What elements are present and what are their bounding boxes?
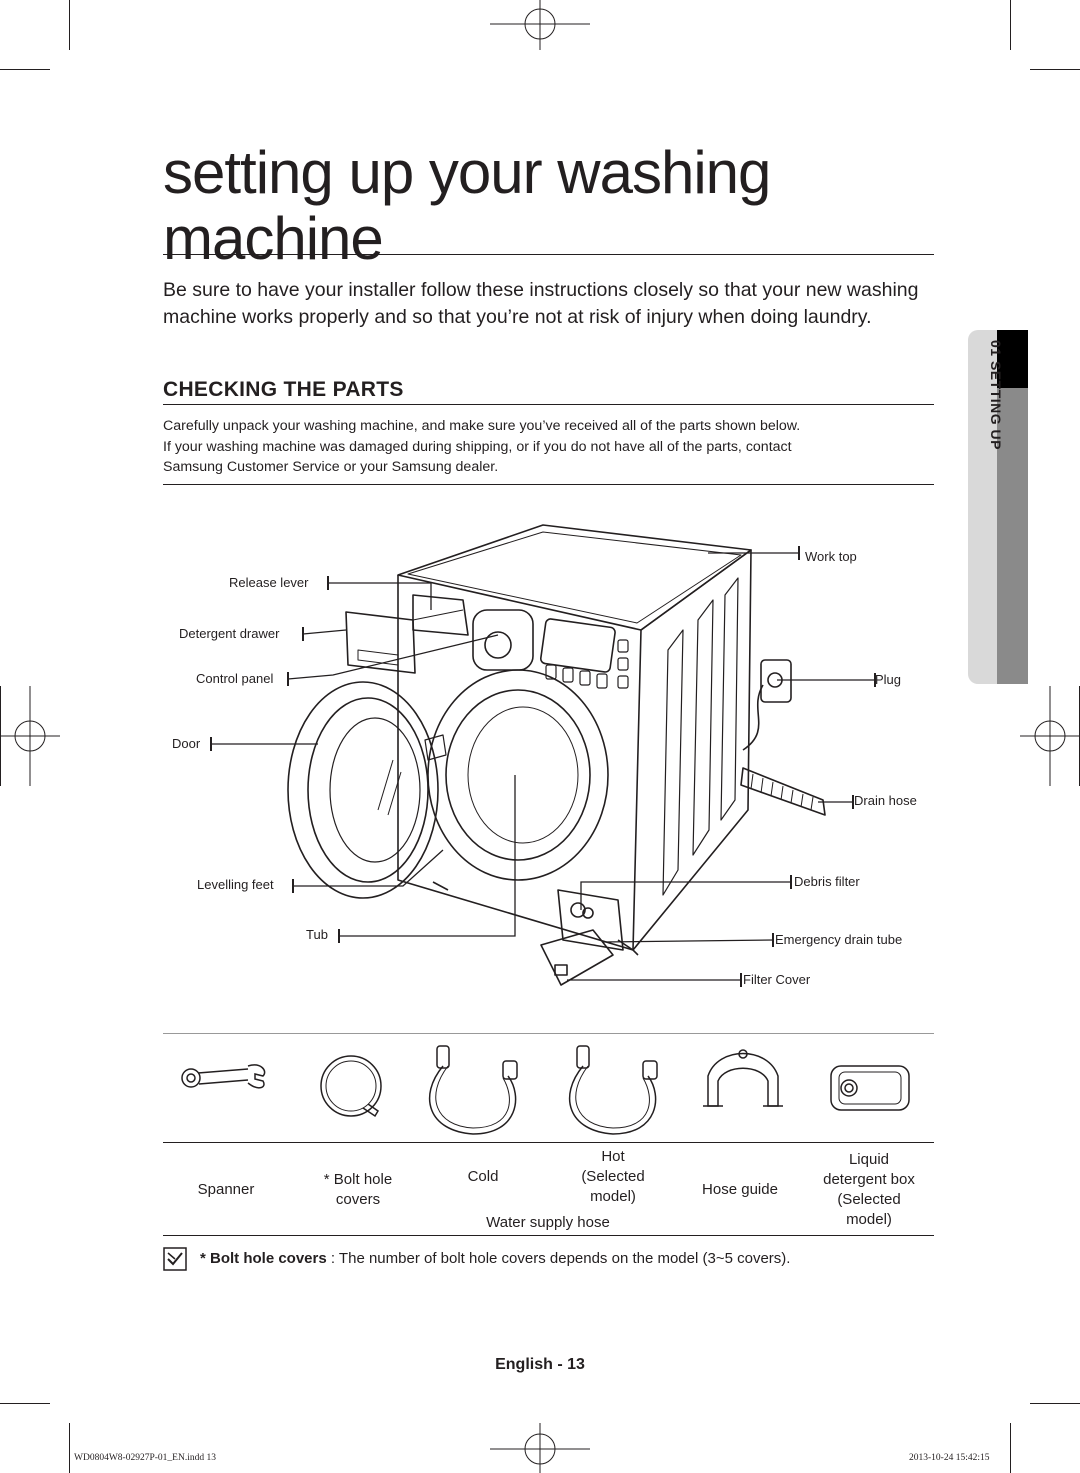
cold-hose-icon	[428, 1045, 518, 1135]
parts-table-mid-rule	[163, 1142, 934, 1143]
file-name: WD0804W8-02927P-01_EN.indd 13	[74, 1453, 216, 1463]
liquid-detergent-box-icon	[830, 1065, 910, 1111]
body-line: Carefully unpack your washing machine, a…	[163, 418, 801, 434]
note-bold: * Bolt hole covers	[200, 1250, 327, 1267]
crop-mark	[1030, 1403, 1080, 1404]
label-work-top: Work top	[805, 549, 857, 564]
part-line: (Selected	[581, 1168, 645, 1185]
print-timestamp: 2013-10-24 15:42:15	[909, 1453, 990, 1463]
part-spanner: Spanner	[197, 1181, 255, 1198]
part-liquid-detergent-box: Liquid detergent box (Selected model)	[810, 1150, 928, 1230]
label-door: Door	[172, 736, 201, 751]
spanner-icon	[181, 1064, 266, 1089]
label-plug: Plug	[875, 672, 902, 687]
label-filter-cover: Filter Cover	[743, 972, 811, 987]
parts-table-top-rule	[163, 1033, 934, 1034]
side-tab-label: 01 SETTING UP	[988, 340, 1004, 450]
part-hot-hose: Hot (Selected model)	[568, 1147, 658, 1207]
part-line: Liquid	[848, 1151, 890, 1168]
parts-illustrations	[181, 1045, 910, 1135]
part-line: * Bolt hole	[323, 1171, 393, 1188]
crop-mark	[1010, 1423, 1011, 1473]
intro-paragraph: Be sure to have your installer follow th…	[163, 279, 919, 328]
crop-mark	[1030, 69, 1080, 70]
body-line: If your washing machine was damaged duri…	[163, 438, 792, 455]
part-line: Hot	[601, 1148, 625, 1165]
page-number: English - 13	[495, 1356, 585, 1373]
page-title: setting up your washing machine	[163, 139, 771, 272]
part-cold-hose: Cold	[467, 1168, 499, 1185]
part-water-supply-hose: Water supply hose	[486, 1214, 610, 1231]
side-tab-marker	[997, 330, 1028, 388]
label-tub: Tub	[306, 927, 328, 942]
label-release-lever: Release lever	[229, 575, 309, 590]
part-hose-guide: Hose guide	[702, 1181, 778, 1198]
label-emergency-drain-tube: Emergency drain tube	[775, 932, 903, 947]
part-bolt-hole-covers: * Bolt hole covers	[298, 1170, 418, 1210]
part-line: covers	[335, 1191, 381, 1208]
label-control-panel: Control panel	[196, 671, 274, 686]
hose-guide-icon	[703, 1049, 783, 1107]
crop-mark	[0, 69, 50, 70]
crop-mark	[69, 1423, 70, 1473]
crop-mark	[0, 1403, 50, 1404]
part-line: model)	[846, 1211, 892, 1228]
crop-mark	[1010, 0, 1011, 50]
section-heading: CHECKING THE PARTS	[163, 378, 404, 401]
body-line: Samsung Customer Service or your Samsung…	[163, 459, 499, 475]
part-line: detergent box	[823, 1171, 915, 1188]
label-debris-filter: Debris filter	[794, 874, 860, 889]
parts-table-bottom-rule	[163, 1235, 934, 1236]
part-line: model)	[590, 1188, 636, 1205]
title-divider	[163, 254, 934, 255]
bolt-hole-cover-icon	[320, 1055, 382, 1118]
hot-hose-icon	[568, 1045, 658, 1135]
label-detergent-drawer: Detergent drawer	[179, 626, 280, 641]
bolt-hole-note: * Bolt hole covers : The number of bolt …	[200, 1250, 790, 1267]
note-icon	[163, 1247, 187, 1271]
note-text: : The number of bolt hole covers depends…	[326, 1250, 791, 1267]
side-tab-bar	[997, 388, 1028, 684]
crop-mark	[69, 0, 70, 50]
section-body: Carefully unpack your washing machine, a…	[163, 416, 933, 478]
section-divider	[163, 484, 934, 485]
part-line: (Selected	[837, 1191, 901, 1208]
label-drain-hose: Drain hose	[854, 793, 917, 808]
label-levelling-feet: Levelling feet	[197, 877, 274, 892]
section-divider	[163, 404, 934, 405]
washing-machine-diagram	[210, 524, 876, 987]
